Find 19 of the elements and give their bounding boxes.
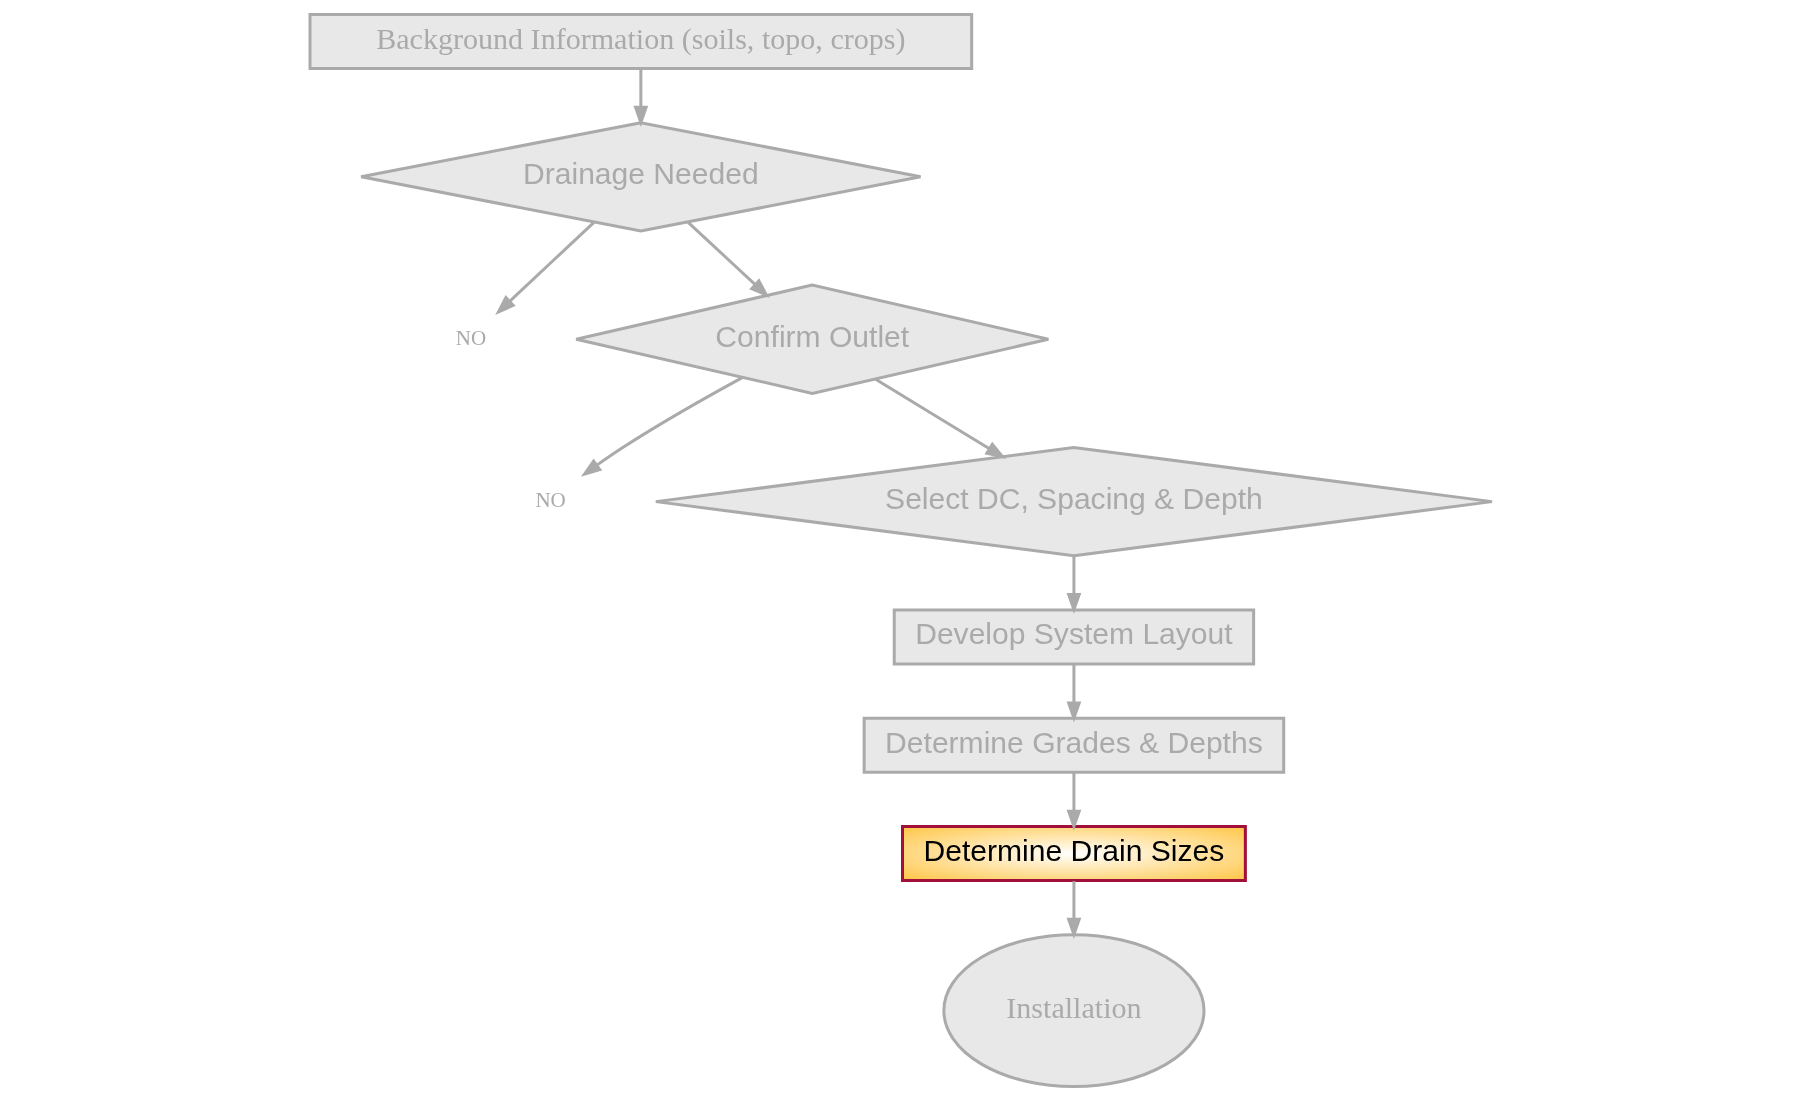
arrow bbox=[874, 378, 1007, 459]
node-ellipse: Installation bbox=[942, 933, 1206, 1089]
arrow bbox=[633, 69, 649, 127]
node-diamond: Drainage Needed bbox=[359, 121, 923, 233]
arrow bbox=[687, 221, 770, 299]
node-text: NO bbox=[455, 325, 487, 350]
node-text: NO bbox=[535, 488, 566, 513]
arrow bbox=[1066, 555, 1082, 615]
node-box: Determine Drain Sizes bbox=[901, 824, 1247, 883]
arrow bbox=[1066, 664, 1082, 723]
node-diamond: Select DC, Spacing & Depth bbox=[654, 445, 1494, 558]
node-box: Develop System Layout bbox=[892, 608, 1256, 666]
node-box: Determine Grades & Depths bbox=[862, 716, 1286, 774]
node-box: Background Information (soils, topo, crops) bbox=[308, 12, 974, 71]
arrow bbox=[1066, 772, 1082, 831]
arrow bbox=[1066, 881, 1082, 939]
node-diamond: Confirm Outlet bbox=[574, 283, 1050, 395]
arrow bbox=[580, 376, 743, 477]
arrow bbox=[495, 221, 595, 315]
